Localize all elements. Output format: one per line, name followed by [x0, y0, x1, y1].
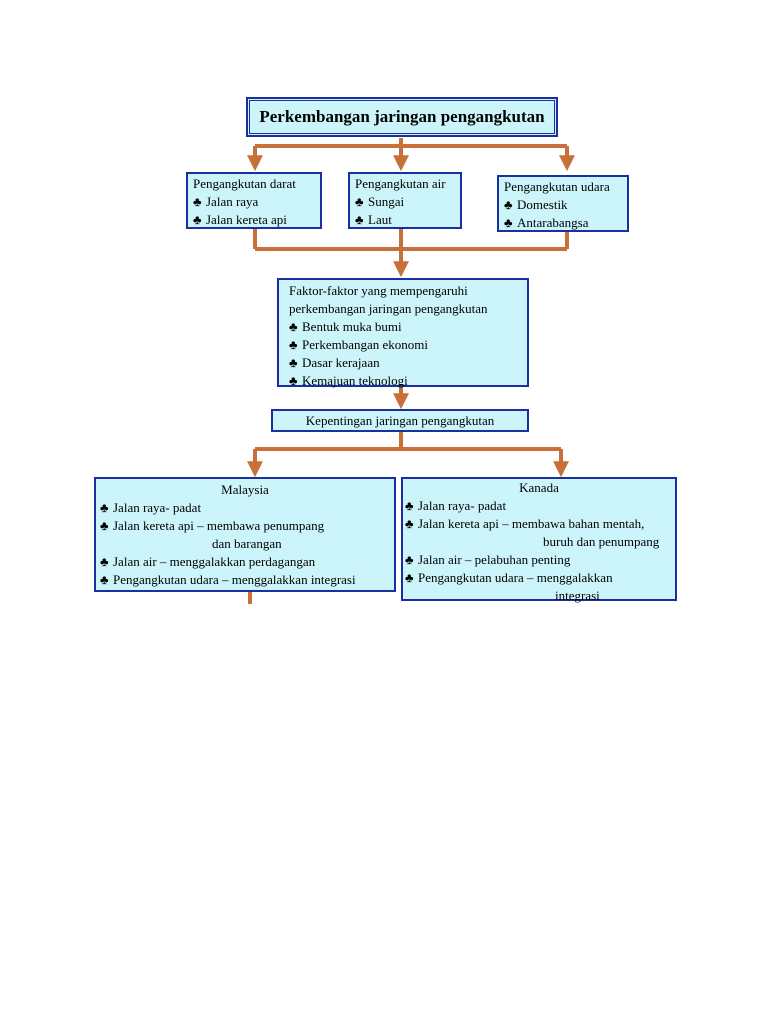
importance-box: Kepentingan jaringan pengangkutan: [271, 409, 529, 432]
list-item: ♣Domestik: [504, 197, 568, 212]
list-item: ♣Antarabangsa: [504, 215, 589, 230]
factors-box: Faktor-faktor yang mempengaruhi perkemba…: [277, 278, 529, 388]
mode-box-udara: Pengangkutan udara ♣Domestik ♣Antarabang…: [497, 175, 629, 232]
factors-heading-line1: Faktor-faktor yang mempengaruhi: [289, 283, 468, 298]
list-item: ♣Perkembangan ekonomi: [289, 337, 428, 352]
club-bullet-icon: ♣: [193, 194, 202, 209]
list-item: ♣Jalan kereta api – membawa penumpang: [100, 518, 325, 533]
mode-box-air: Pengangkutan air ♣Sungai ♣Laut: [348, 172, 462, 229]
kanada-box: Kanada ♣Jalan raya- padat ♣Jalan kereta …: [401, 477, 677, 603]
list-item: ♣Dasar kerajaan: [289, 355, 380, 370]
club-bullet-icon: ♣: [100, 500, 109, 515]
mode-heading: Pengangkutan darat: [193, 176, 296, 191]
importance-heading: Kepentingan jaringan pengangkutan: [305, 412, 495, 428]
club-bullet-icon: ♣: [504, 197, 513, 212]
list-item: ♣Jalan kereta api: [193, 212, 287, 227]
club-bullet-icon: ♣: [355, 212, 364, 227]
list-item: ♣Laut: [355, 212, 392, 227]
club-bullet-icon: ♣: [355, 194, 364, 209]
kanada-heading: Kanada: [519, 480, 559, 495]
club-bullet-icon: ♣: [504, 215, 513, 230]
diagram-title: Perkembangan jaringan pengangkutan: [259, 107, 545, 126]
malaysia-heading: Malaysia: [221, 482, 269, 497]
malaysia-box: Malaysia ♣Jalan raya- padat ♣Jalan keret…: [94, 477, 396, 592]
list-item: ♣Kemajuan teknologi: [289, 373, 408, 388]
club-bullet-icon: ♣: [289, 319, 298, 334]
list-item: ♣Jalan raya: [193, 194, 259, 209]
club-bullet-icon: ♣: [100, 572, 109, 587]
mode-box-darat: Pengangkutan darat ♣Jalan raya ♣Jalan ke…: [186, 172, 322, 229]
list-item: ♣Jalan raya- padat: [405, 498, 507, 513]
list-item-continuation: dan barangan: [212, 536, 282, 551]
mode-heading: Pengangkutan udara: [504, 179, 610, 194]
club-bullet-icon: ♣: [405, 498, 414, 513]
list-item: ♣Jalan air – pelabuhan penting: [405, 552, 571, 567]
list-item: ♣Jalan air – menggalakkan perdagangan: [100, 554, 316, 569]
list-item: ♣Bentuk muka bumi: [289, 319, 402, 334]
list-item: ♣Pengangkutan udara – menggalakkan integ…: [100, 572, 356, 587]
list-item: ♣Sungai: [355, 194, 405, 209]
club-bullet-icon: ♣: [405, 570, 414, 585]
factors-heading-line2: perkembangan jaringan pengangkutan: [289, 301, 488, 316]
list-item: ♣Pengangkutan udara – menggalakkan: [405, 570, 613, 585]
club-bullet-icon: ♣: [289, 355, 298, 370]
list-item-continuation: buruh dan penumpang: [543, 534, 660, 549]
diagram-title-box: Perkembangan jaringan pengangkutan: [247, 98, 557, 136]
list-item: ♣Jalan kereta api – membawa bahan mentah…: [405, 516, 645, 531]
club-bullet-icon: ♣: [193, 212, 202, 227]
club-bullet-icon: ♣: [100, 554, 109, 569]
club-bullet-icon: ♣: [289, 373, 298, 388]
list-item-continuation: integrasi: [555, 588, 600, 603]
mode-heading: Pengangkutan air: [355, 176, 446, 191]
club-bullet-icon: ♣: [289, 337, 298, 352]
club-bullet-icon: ♣: [405, 516, 414, 531]
club-bullet-icon: ♣: [100, 518, 109, 533]
list-item: ♣Jalan raya- padat: [100, 500, 202, 515]
club-bullet-icon: ♣: [405, 552, 414, 567]
